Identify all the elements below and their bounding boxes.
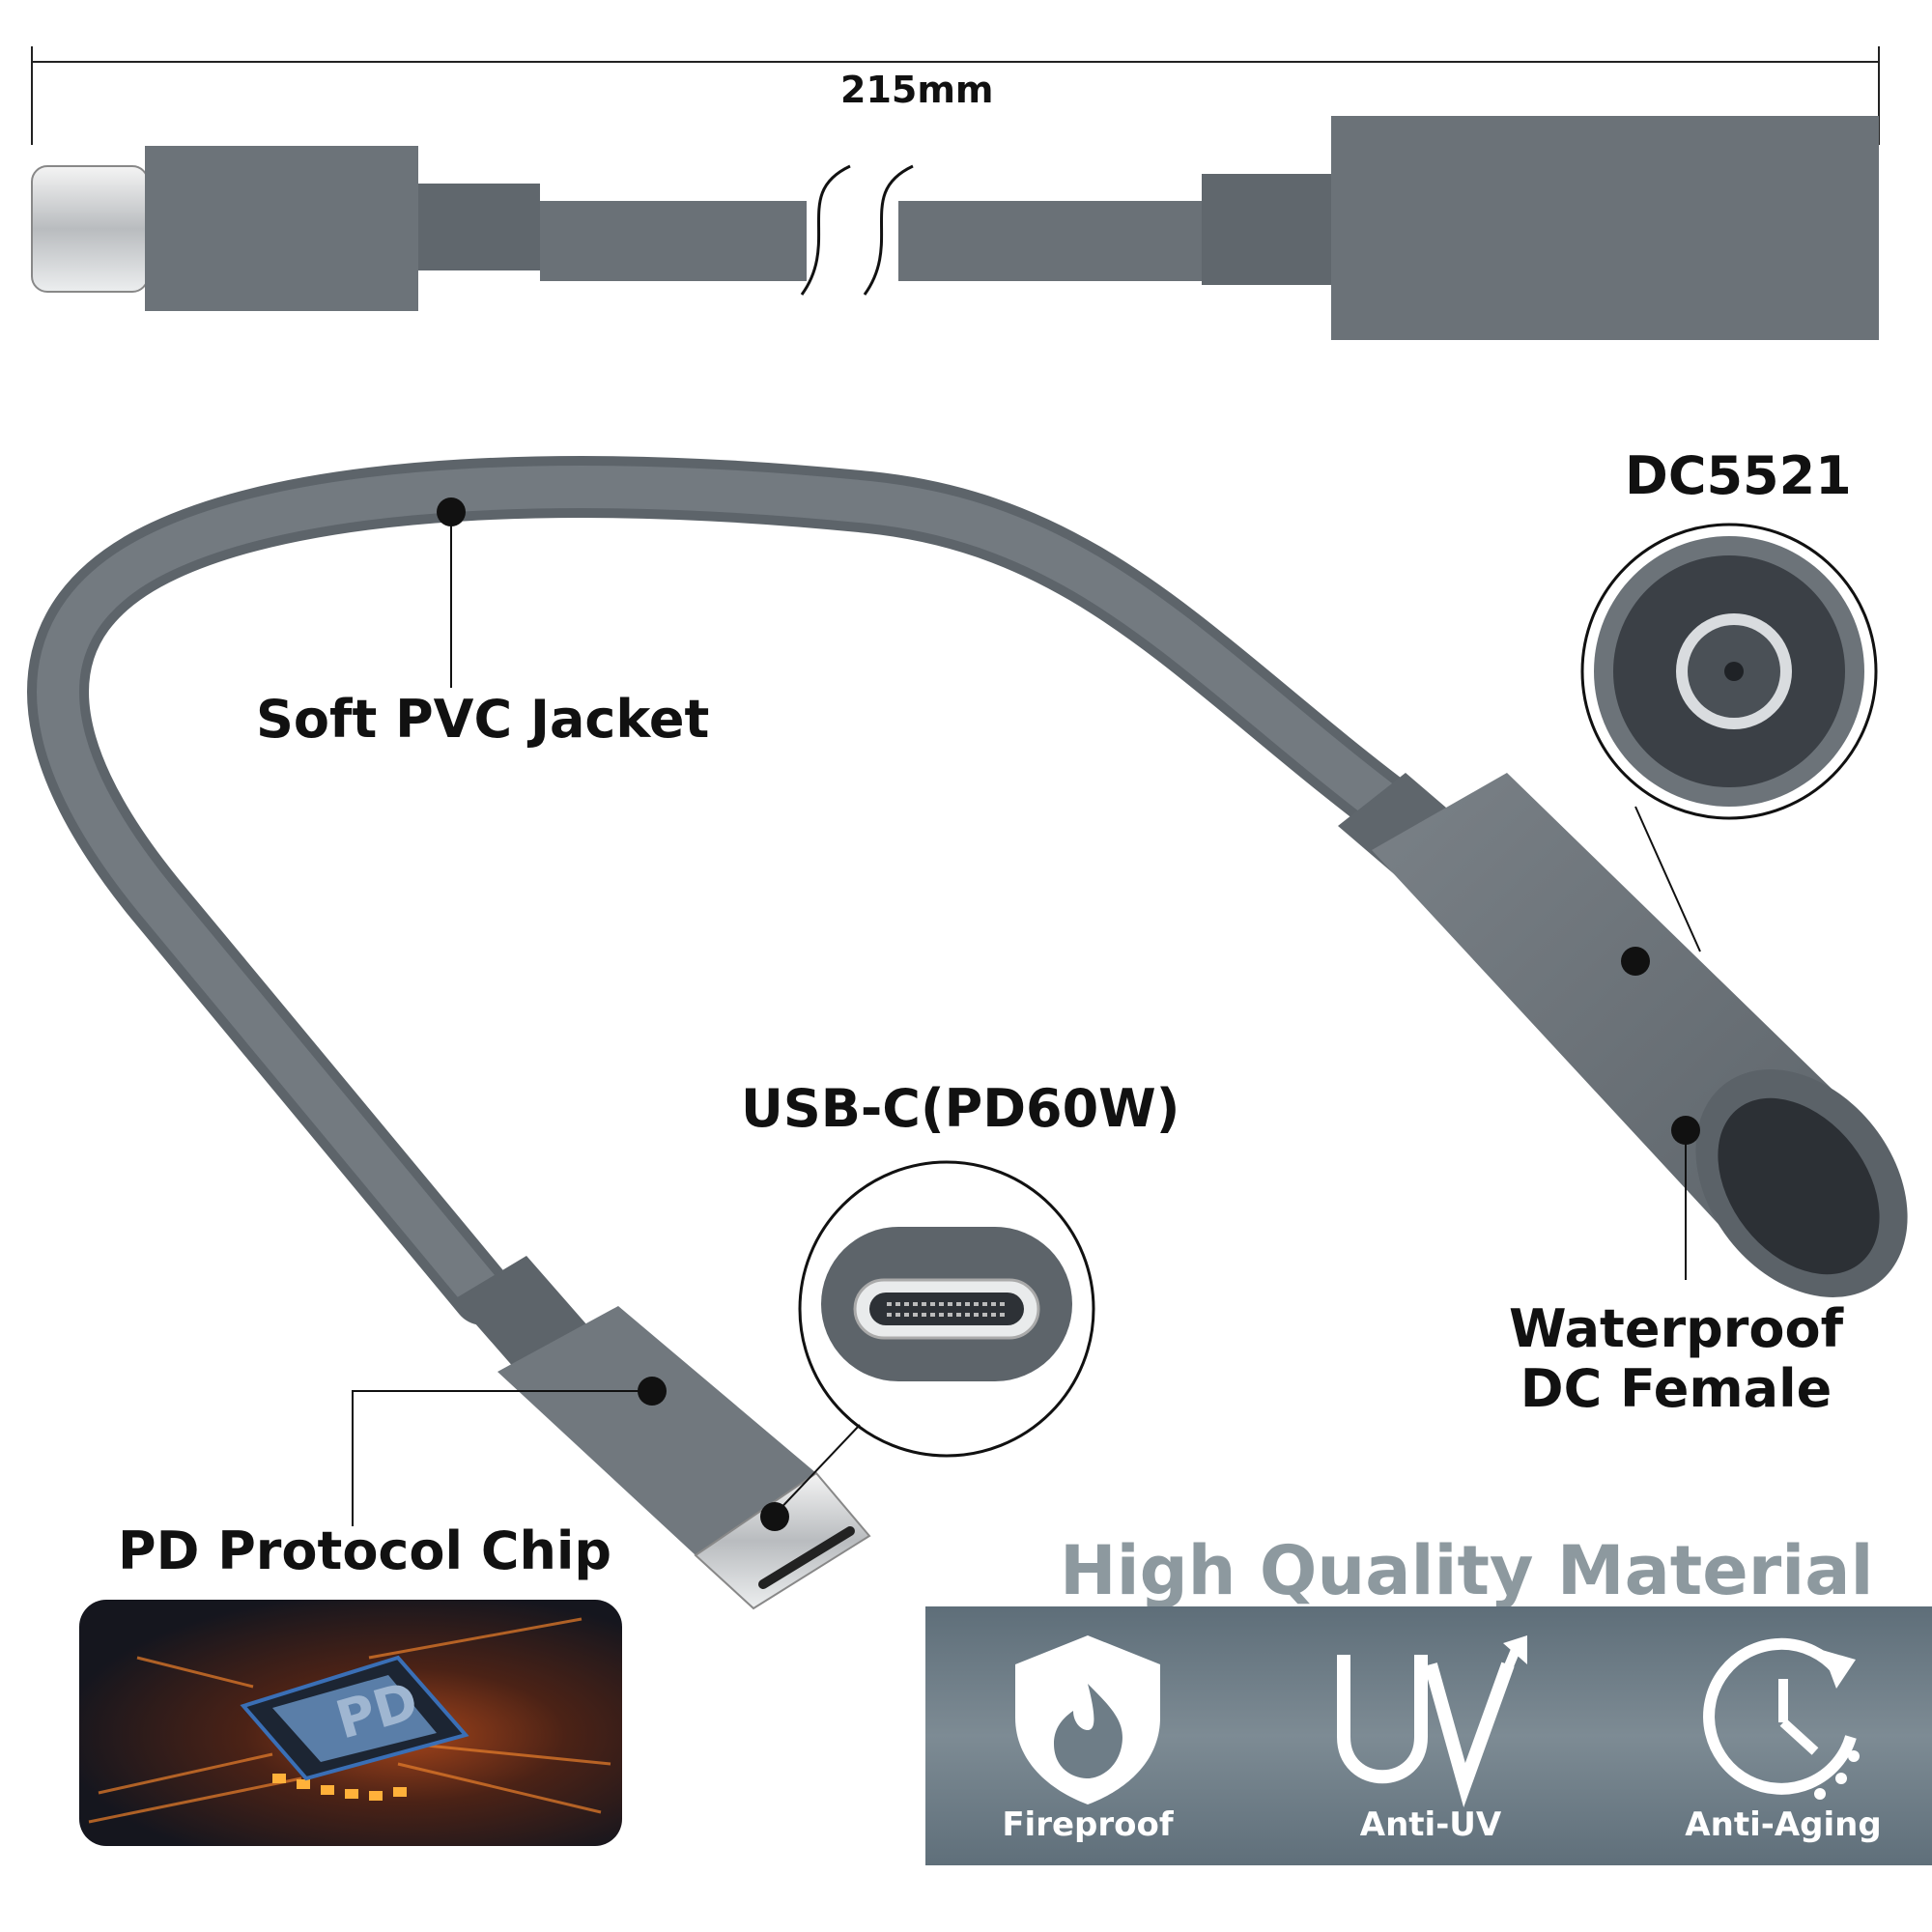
straight-cable-view <box>31 116 1879 340</box>
dc5521-label: DC5521 <box>1625 445 1852 506</box>
circuit-board-graphic: PD <box>88 1617 611 1824</box>
curved-cable <box>27 456 1451 1325</box>
callout-lines <box>352 512 1701 1526</box>
dc5521-zoom <box>1580 523 1878 820</box>
waterproof-line-2: DC Female <box>1520 1358 1833 1420</box>
waterproof-line-1: Waterproof <box>1508 1298 1844 1359</box>
pvc-jacket-label: Soft PVC Jacket <box>256 689 710 750</box>
fire-shield-icon <box>1015 1635 1160 1804</box>
feature-label: Anti-UV <box>1359 1805 1502 1844</box>
usbc-label: USB-C(PD60W) <box>741 1078 1180 1139</box>
feature-label: Anti-Aging <box>1685 1805 1882 1844</box>
feature-anti-aging: Anti-Aging <box>1638 1606 1928 1865</box>
dc-female-connector <box>1338 773 1908 1297</box>
quality-banner: Fireproof Anti-UV Anti-Aging <box>925 1606 1932 1865</box>
feature-fireproof: Fireproof <box>943 1606 1233 1865</box>
waterproof-label: Waterproof DC Female <box>1488 1298 1864 1420</box>
feature-label: Fireproof <box>1002 1805 1174 1844</box>
clock-refresh-icon <box>1703 1637 1860 1800</box>
feature-anti-uv: Anti-UV <box>1286 1606 1576 1865</box>
pd-chip-label: PD Protocol Chip <box>118 1520 612 1581</box>
dimension-label: 215mm <box>840 69 994 111</box>
quality-title: High Quality Material <box>1060 1531 1874 1610</box>
uv-arrow-icon <box>1337 1635 1527 1807</box>
pd-chip-photo: PD <box>79 1600 622 1846</box>
callout-dots <box>437 497 1700 1531</box>
usbc-zoom <box>798 1160 1095 1458</box>
usb-c-connector <box>454 1256 871 1610</box>
